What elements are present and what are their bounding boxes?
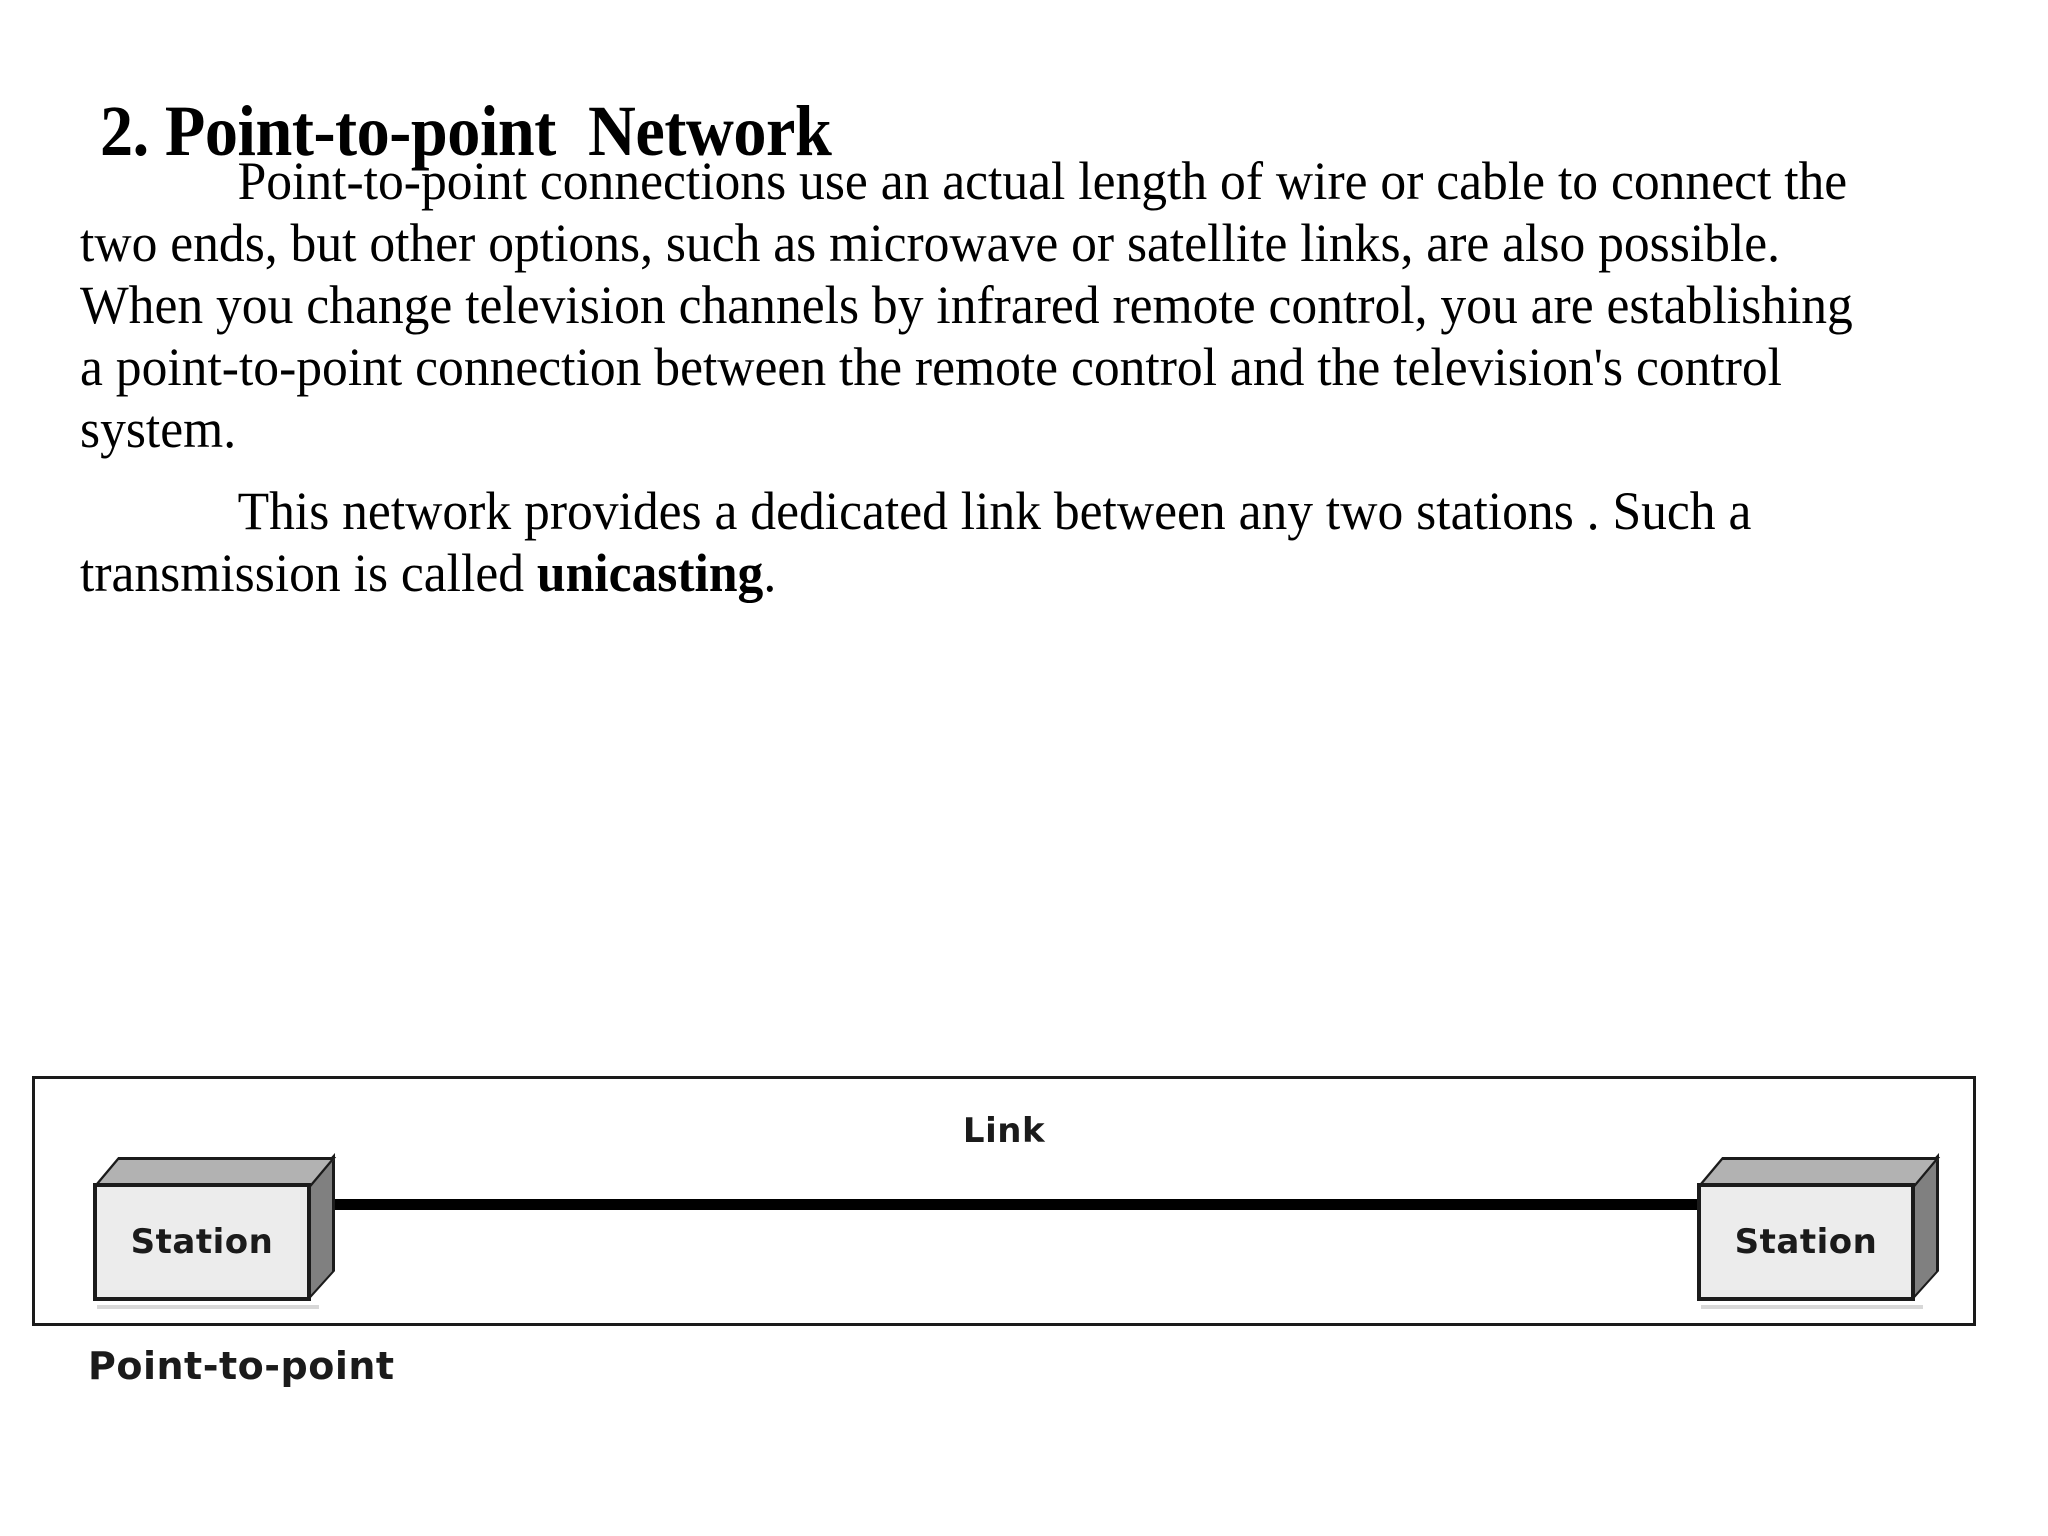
point-to-point-diagram: Link Station Station: [32, 1076, 1976, 1326]
paragraph-unicasting-trail: .: [763, 543, 777, 603]
diagram-caption: Point-to-point: [88, 1344, 395, 1388]
link-label: Link: [962, 1111, 1046, 1151]
page-title-text: 2. Point-to-point Network: [100, 91, 832, 172]
link-wire: [275, 1199, 1733, 1210]
station-shadow: [97, 1305, 319, 1309]
station-label: Station: [1734, 1222, 1878, 1262]
paragraph-unicasting: This network provides a dedicated link b…: [80, 480, 1960, 604]
station-right: Station: [1697, 1153, 1941, 1309]
station-front-face: Station: [1697, 1183, 1915, 1301]
page-title: 2. Point-to-point Network: [100, 94, 895, 170]
paragraph-definition-text: Point-to-point connections use an actual…: [80, 151, 1853, 459]
paragraph-unicasting-lead: This network provides a dedicated link b…: [80, 481, 1752, 603]
body-text-block: Point-to-point connections use an actual…: [80, 150, 1960, 604]
paragraph-definition: Point-to-point connections use an actual…: [80, 150, 1960, 460]
station-label: Station: [130, 1222, 274, 1262]
station-shadow: [1701, 1305, 1923, 1309]
station-left: Station: [93, 1153, 337, 1309]
term-unicasting: unicasting: [536, 543, 764, 603]
station-front-face: Station: [93, 1183, 311, 1301]
